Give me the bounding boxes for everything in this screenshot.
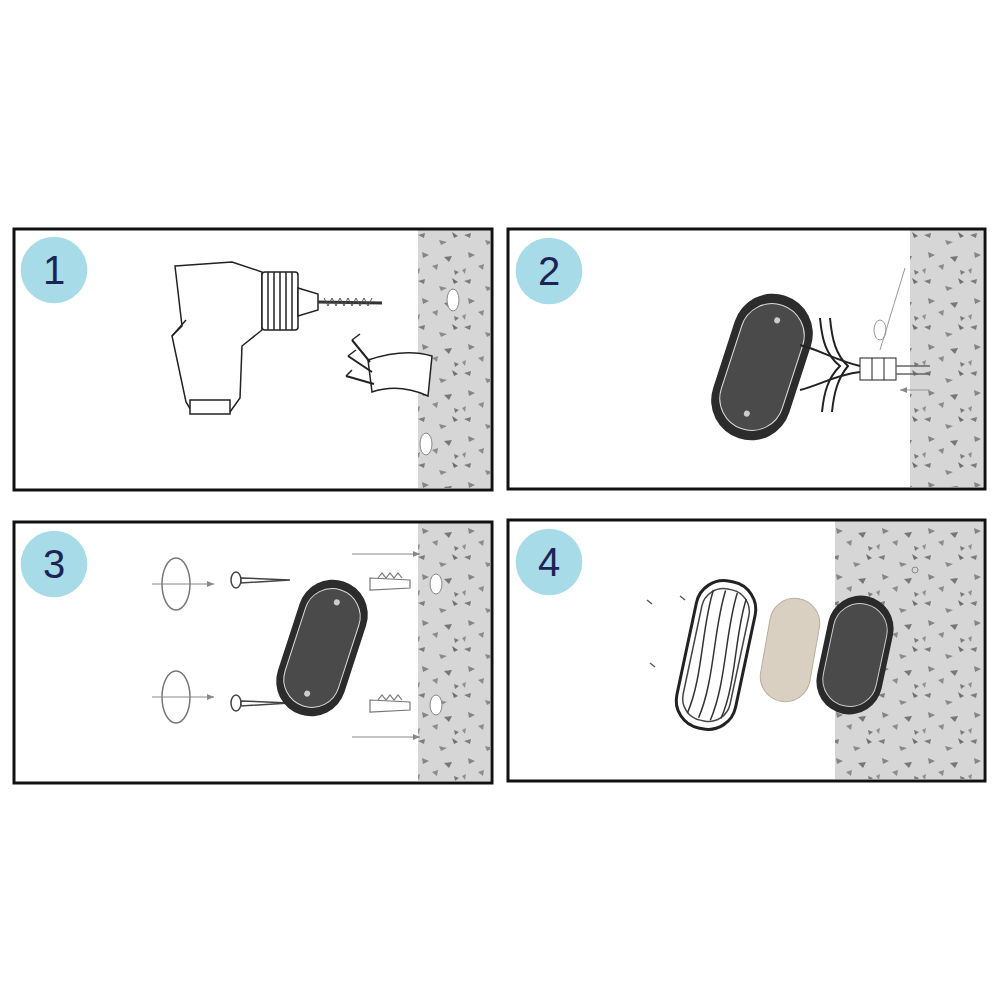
step-number: 4 xyxy=(515,528,583,596)
circle-fill xyxy=(516,238,583,305)
circle-fill xyxy=(21,531,88,598)
step-number-circle: 2 xyxy=(515,237,583,305)
circle-fill xyxy=(21,237,88,304)
step-number-circle: 3 xyxy=(20,530,88,598)
circle-fill xyxy=(516,529,583,596)
step-number: 2 xyxy=(515,237,583,305)
step-number-circle: 1 xyxy=(20,236,88,304)
step-number-circle: 4 xyxy=(515,528,583,596)
step-number: 1 xyxy=(20,236,88,304)
step-number: 3 xyxy=(20,530,88,598)
